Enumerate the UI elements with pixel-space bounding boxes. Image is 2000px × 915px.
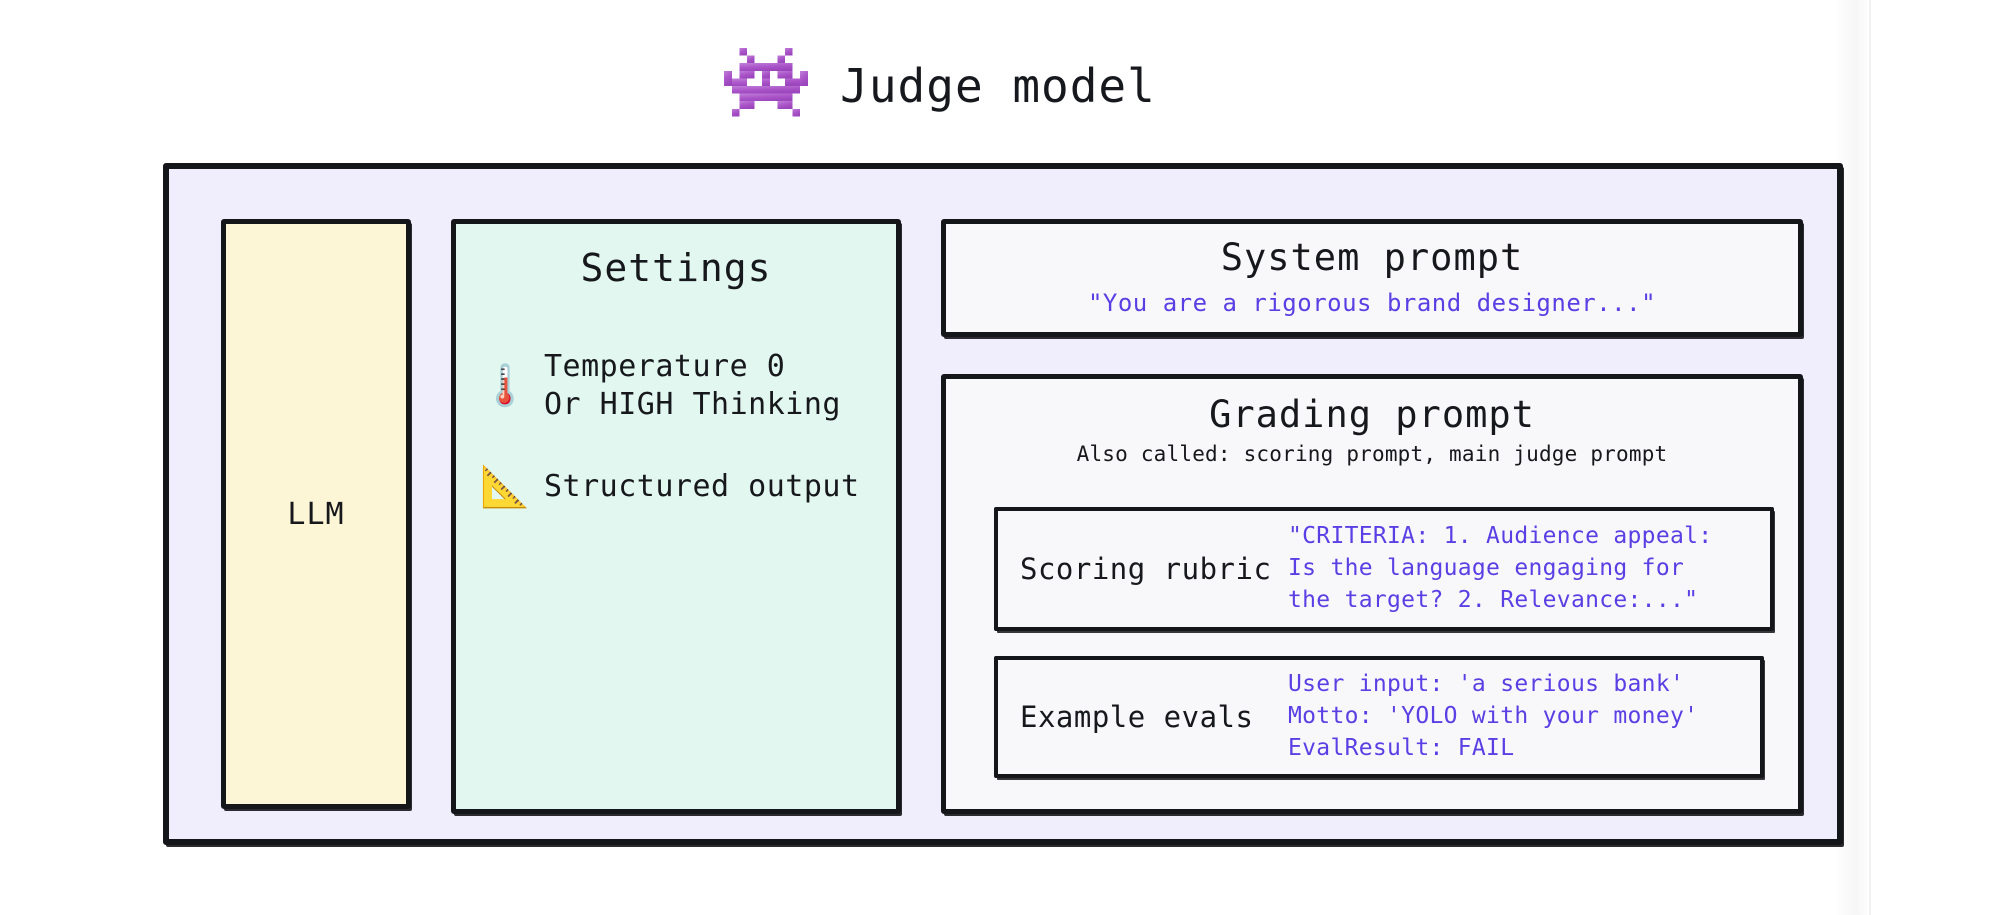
alien-monster-icon <box>724 48 808 117</box>
system-prompt-title: System prompt <box>1220 236 1524 279</box>
scoring-rubric-card[interactable]: Scoring rubric "CRITERIA: 1. Audience ap… <box>994 507 1774 631</box>
setting-temperature-line1: Temperature 0 <box>544 349 786 384</box>
diagram-header: Judge model <box>0 48 1870 124</box>
example-evals-card[interactable]: Example evals User input: 'a serious ban… <box>994 656 1764 778</box>
example-evals-line-3: EvalResult: FAIL <box>1288 734 1515 761</box>
settings-box: Settings 🌡️ Temperature 0 Or HIGH Thinki… <box>451 219 901 814</box>
triangular-ruler-icon: 📐 <box>480 463 530 510</box>
grading-prompt-title: Grading prompt <box>1209 393 1535 436</box>
setting-structured-output-label: Structured output <box>544 468 860 504</box>
system-prompt-quote: "You are a rigorous brand designer..." <box>1087 289 1657 317</box>
setting-structured-output[interactable]: 📐 Structured output <box>456 467 896 507</box>
example-evals-line-1: User input: 'a serious bank' <box>1288 671 1685 698</box>
scoring-rubric-text: "CRITERIA: 1. Audience appeal: Is the la… <box>1288 521 1770 616</box>
grading-prompt-box: Grading prompt Also called: scoring prom… <box>941 374 1803 814</box>
setting-temperature-line2: Or HIGH Thinking <box>544 387 841 423</box>
scoring-rubric-line-3: the target? 2. Relevance:..." <box>1288 586 1699 613</box>
llm-label: LLM <box>287 496 345 532</box>
example-evals-label: Example evals <box>1020 700 1254 734</box>
page-title: Judge model <box>840 59 1156 113</box>
judge-model-panel: LLM Settings 🌡️ Temperature 0 Or HIGH Th… <box>163 163 1843 845</box>
scoring-rubric-label: Scoring rubric <box>1020 552 1272 586</box>
system-prompt-box[interactable]: System prompt "You are a rigorous brand … <box>941 219 1803 337</box>
scoring-rubric-line-2: Is the language engaging for <box>1288 555 1685 582</box>
grading-prompt-subtitle: Also called: scoring prompt, main judge … <box>1076 442 1668 466</box>
setting-temperature-label: Temperature 0 Or HIGH Thinking <box>544 348 841 425</box>
example-evals-line-2: Motto: 'YOLO with your money' <box>1288 703 1699 730</box>
thermometer-icon: 🌡️ <box>480 363 530 410</box>
page-edge-line <box>1869 0 1871 915</box>
scoring-rubric-line-1: "CRITERIA: 1. Audience appeal: <box>1288 523 1713 550</box>
settings-title: Settings <box>580 246 772 290</box>
example-evals-text: User input: 'a serious bank' Motto: 'YOL… <box>1288 669 1760 764</box>
setting-temperature[interactable]: 🌡️ Temperature 0 Or HIGH Thinking <box>456 348 896 425</box>
llm-box[interactable]: LLM <box>221 219 411 809</box>
